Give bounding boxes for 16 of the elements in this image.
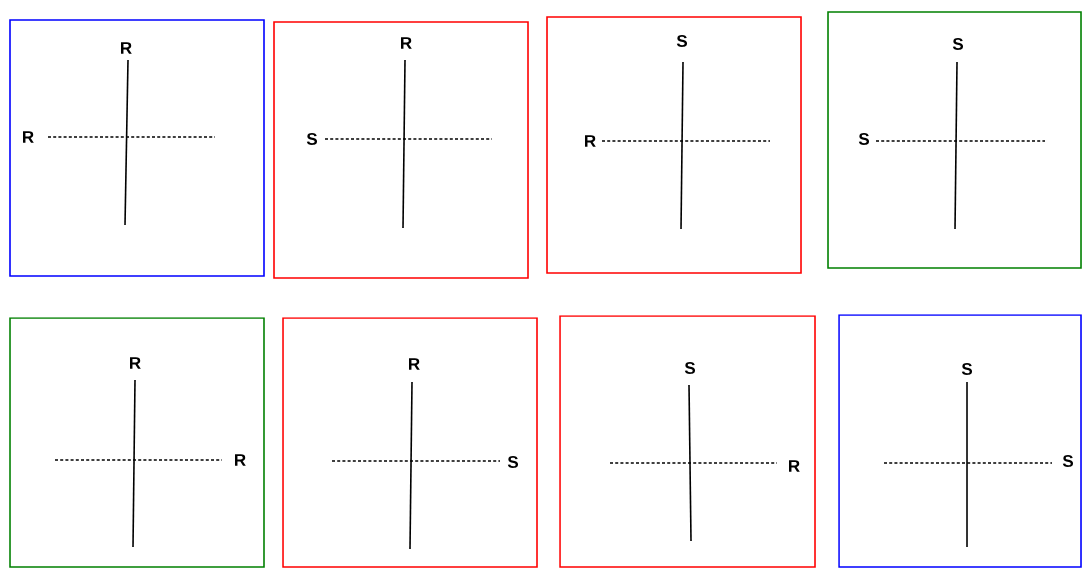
stereo-label: S [684, 362, 695, 375]
stereo-label: R [585, 135, 596, 147]
stereo-label: R [401, 37, 412, 49]
stereo-label: S [952, 38, 963, 51]
stereo-label: S [676, 35, 687, 48]
stereo-label: R [235, 454, 246, 466]
stereo-label: S [306, 133, 317, 146]
stereo-label: R [130, 357, 141, 369]
stereo-label: S [858, 133, 869, 146]
stereo-label: S [1062, 455, 1073, 468]
stereo-label: R [121, 42, 132, 54]
stereo-label: R [23, 131, 34, 143]
stereo-label: S [961, 363, 972, 376]
stereo-label: R [789, 460, 800, 472]
stereo-label: R [409, 358, 420, 370]
stereo-label: S [507, 456, 518, 469]
